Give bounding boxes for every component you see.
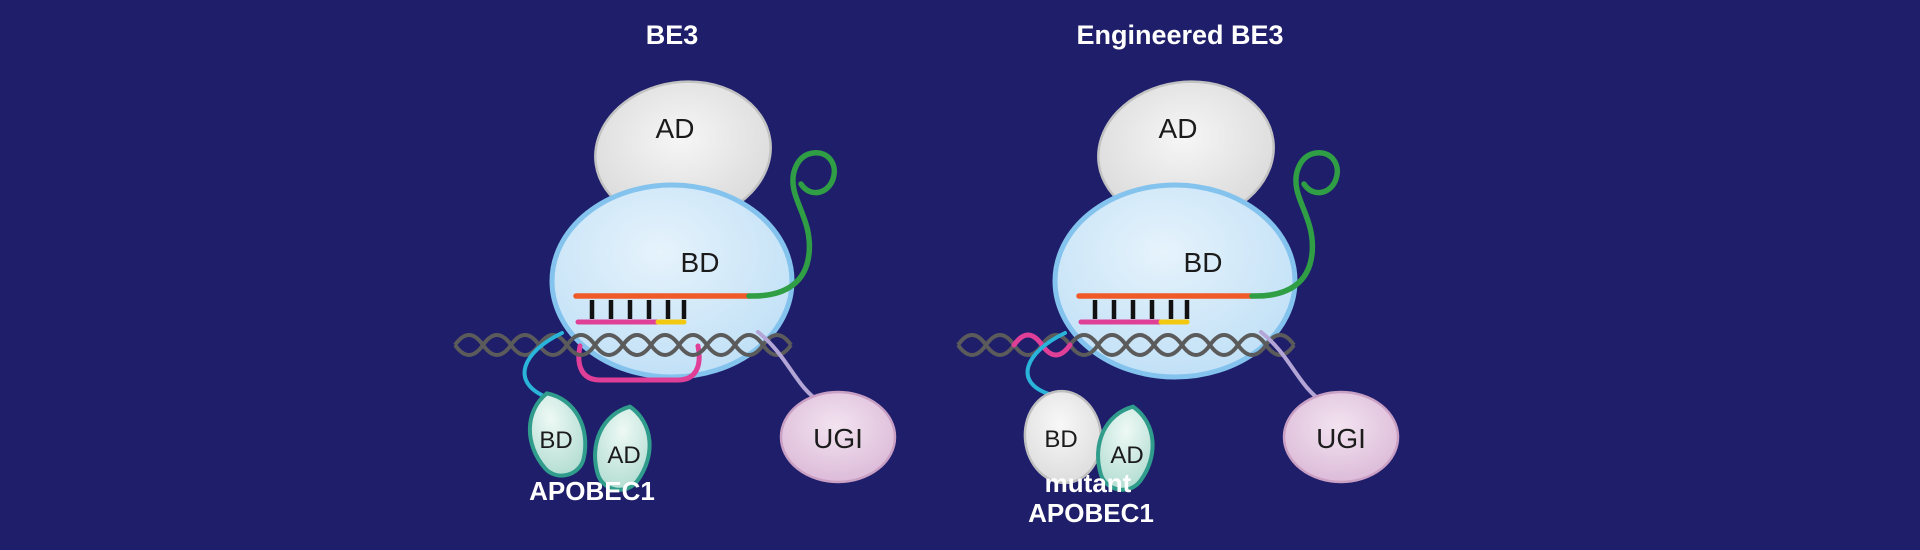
apobec-bd-label: BD <box>1044 426 1077 453</box>
ugi-ellipse <box>1282 390 1400 484</box>
base-pairing-ticks <box>589 300 687 319</box>
base-pairing-ticks <box>1092 300 1190 319</box>
apobec-name-line2: APOBEC1 <box>1028 498 1154 528</box>
panel-title: BE3 <box>646 20 699 50</box>
leaf-shape <box>527 391 588 478</box>
apobec-linker-cyan <box>1025 331 1067 396</box>
sgrna-scaffold-loop <box>746 150 837 299</box>
sgrna-scaffold-loop <box>1249 150 1340 299</box>
cas9-ad-label: AD <box>656 113 695 144</box>
dna-helix <box>453 333 793 357</box>
cas9-ad-label: AD <box>1159 113 1198 144</box>
apobec-ad-leaf <box>1096 404 1155 492</box>
engineered-be3-panel: Engineered BE3 AD BD BD <box>956 20 1400 528</box>
cas9-bd-label: BD <box>1184 247 1223 278</box>
apobec-ad-leaf <box>593 404 652 492</box>
apobec-ad-label: AD <box>607 442 640 469</box>
be3-panel: BE3 AD BD <box>453 20 897 506</box>
ugi-label: UGI <box>813 423 863 454</box>
dna-strand-bottom <box>453 333 793 357</box>
cas9-bd-label: BD <box>681 247 720 278</box>
leaf-shape <box>1096 404 1155 492</box>
apobec-bd-leaf <box>527 391 588 478</box>
leaf-shape <box>593 404 652 492</box>
apobec-bd-label: BD <box>539 427 572 454</box>
apobec-name-line1: mutant <box>1045 468 1132 498</box>
apobec-name: APOBEC1 <box>529 476 655 506</box>
ugi-label: UGI <box>1316 423 1366 454</box>
apobec-ad-label: AD <box>1110 442 1143 469</box>
ugi-ellipse <box>779 390 897 484</box>
cas9-bd-blob <box>1052 182 1298 380</box>
apobec-linker-cyan <box>522 331 564 399</box>
cas9-bd-blob <box>549 182 795 380</box>
displaced-ssdna-loop <box>576 343 702 383</box>
panel-title: Engineered BE3 <box>1076 20 1283 50</box>
